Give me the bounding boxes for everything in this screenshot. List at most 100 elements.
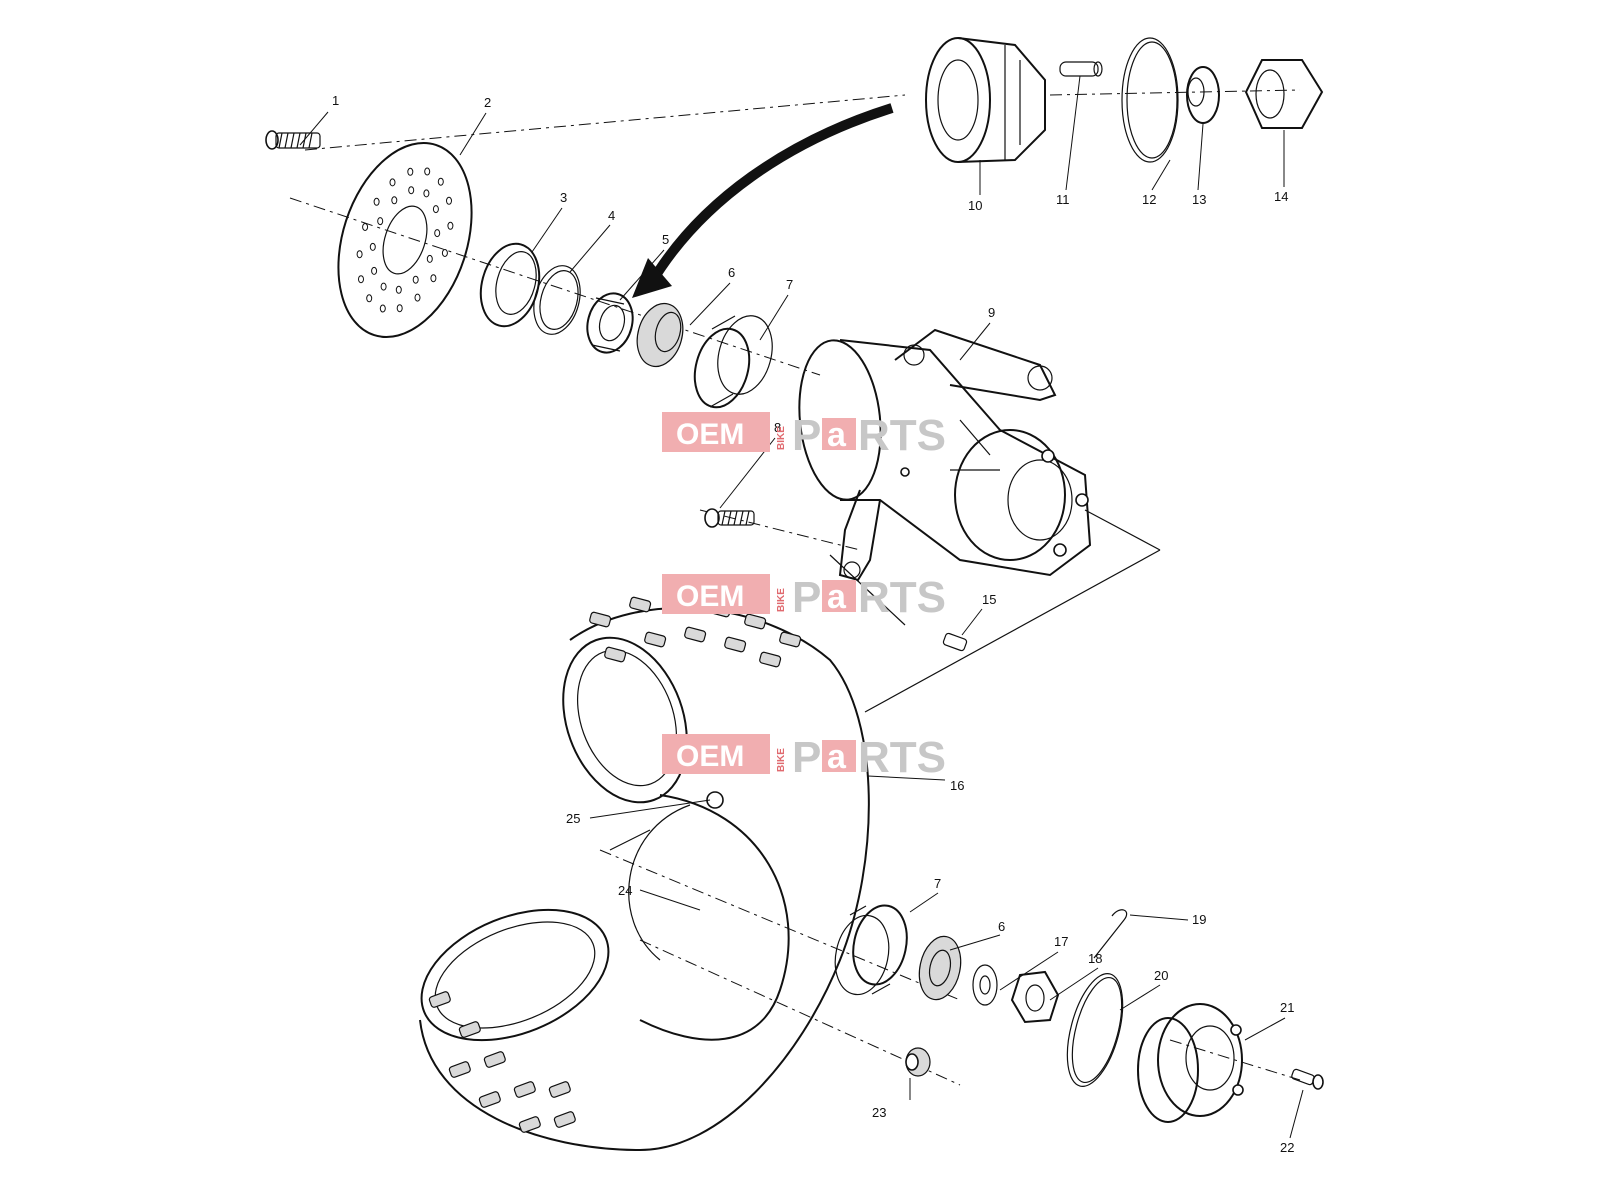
disc-hole [391, 196, 398, 205]
tread-block [478, 1091, 501, 1108]
disc-hole [362, 223, 369, 231]
tread-block [724, 636, 747, 653]
part-19-cotter-pin [1093, 909, 1128, 959]
part-20-o-ring [1066, 973, 1124, 1087]
callout-22: 22 [1280, 1140, 1294, 1155]
callout-17: 17 [1054, 934, 1068, 949]
callout-numbers: 1 2 3 4 5 6 7 8 9 10 11 12 13 14 15 16 2… [332, 93, 1294, 1155]
callout-12: 12 [1142, 192, 1156, 207]
watermark-1: OEM BIKE P a RTS [662, 411, 946, 460]
watermark-rts: RTS [858, 411, 946, 460]
part-17-washer [972, 964, 998, 1006]
disc-hole [441, 249, 448, 257]
tread-block [779, 631, 802, 648]
disc-hole [369, 242, 376, 251]
callout-7-lower: 7 [934, 876, 941, 891]
callout-4: 4 [608, 208, 615, 223]
disc-hole [414, 293, 421, 302]
part-22-screw [1291, 1068, 1324, 1090]
part-5-hub [586, 292, 634, 354]
disc-hole [380, 282, 387, 291]
callout-24: 24 [618, 883, 632, 898]
disc-hole [437, 177, 444, 186]
part-6-bearing [636, 302, 684, 368]
tread-block [518, 1116, 541, 1133]
disc-hole [396, 304, 403, 313]
part-2-brake-disc [337, 141, 473, 339]
tread-block [744, 613, 767, 630]
curved-arrow [632, 103, 894, 298]
part-15-fitting [942, 632, 968, 652]
tread-block [604, 646, 627, 663]
watermark-p: P [792, 573, 821, 622]
tread-block [428, 991, 451, 1008]
callout-5: 5 [662, 232, 669, 247]
watermark-rts: RTS [858, 573, 946, 622]
disc-hole [423, 189, 430, 198]
disc-hole [447, 221, 454, 230]
disc-hole [430, 274, 437, 283]
center-lines [289, 89, 1301, 1086]
part-10-drive-hub [925, 37, 1046, 163]
watermark-p: P [792, 733, 821, 782]
leader-lines [299, 75, 1304, 1139]
disc-hole [408, 186, 415, 195]
callout-10: 10 [968, 198, 982, 213]
tread-block [483, 1051, 506, 1068]
callout-13: 13 [1192, 192, 1206, 207]
callout-14: 14 [1274, 189, 1288, 204]
tread-block [684, 626, 707, 643]
watermark-rts: RTS [858, 733, 946, 782]
part-7-race-lower [834, 904, 908, 996]
watermark-oem: OEM [676, 418, 744, 451]
tread-block [644, 631, 667, 648]
part-13-washer [1186, 66, 1220, 124]
watermark-a: a [827, 738, 847, 776]
part-14-axle-nut [1244, 59, 1324, 129]
disc-hole [395, 285, 402, 294]
disc-hole [373, 197, 380, 206]
tread-block [589, 611, 612, 628]
disc-hole [358, 275, 364, 284]
part-18-castle-nut [1010, 970, 1060, 1024]
watermark-bike: BIKE [776, 426, 787, 450]
part-12-o-ring [1121, 37, 1179, 163]
callout-11: 11 [1056, 192, 1070, 207]
part-4-ring [533, 265, 581, 335]
watermark-p: P [792, 411, 821, 460]
part-16-tire [419, 591, 870, 1152]
watermark-oem: OEM [676, 740, 744, 773]
callout-16: 16 [950, 778, 964, 793]
watermark-2: OEM BIKE P a RTS [662, 573, 946, 622]
callout-23: 23 [872, 1105, 886, 1120]
disc-hole [371, 266, 378, 275]
disc-hole [377, 217, 384, 226]
watermark-oem: OEM [676, 580, 744, 613]
callout-19: 19 [1192, 912, 1206, 927]
part-7-race [693, 315, 773, 409]
callout-6: 6 [728, 265, 735, 280]
watermark-3: OEM BIKE P a RTS [662, 733, 946, 782]
part-11-pin [1059, 61, 1103, 77]
part-23-lug-nut [905, 1047, 931, 1077]
callout-20: 20 [1154, 968, 1168, 983]
tread-block [548, 1081, 571, 1098]
callout-7: 7 [786, 277, 793, 292]
callout-1: 1 [332, 93, 339, 108]
part-8-bolt [704, 508, 755, 528]
callout-8: 8 [774, 420, 781, 435]
callout-9: 9 [988, 305, 995, 320]
disc-hole [424, 167, 431, 176]
disc-hole [356, 250, 363, 259]
disc-hole [407, 167, 414, 176]
disc-hole [446, 196, 452, 205]
tread-block [448, 1061, 471, 1078]
callout-6-lower: 6 [998, 919, 1005, 934]
tread-block [629, 596, 652, 613]
disc-hole [412, 275, 419, 284]
callout-3: 3 [560, 190, 567, 205]
part-3-seal [479, 242, 541, 328]
callout-2: 2 [484, 95, 491, 110]
tread-block [513, 1081, 536, 1098]
